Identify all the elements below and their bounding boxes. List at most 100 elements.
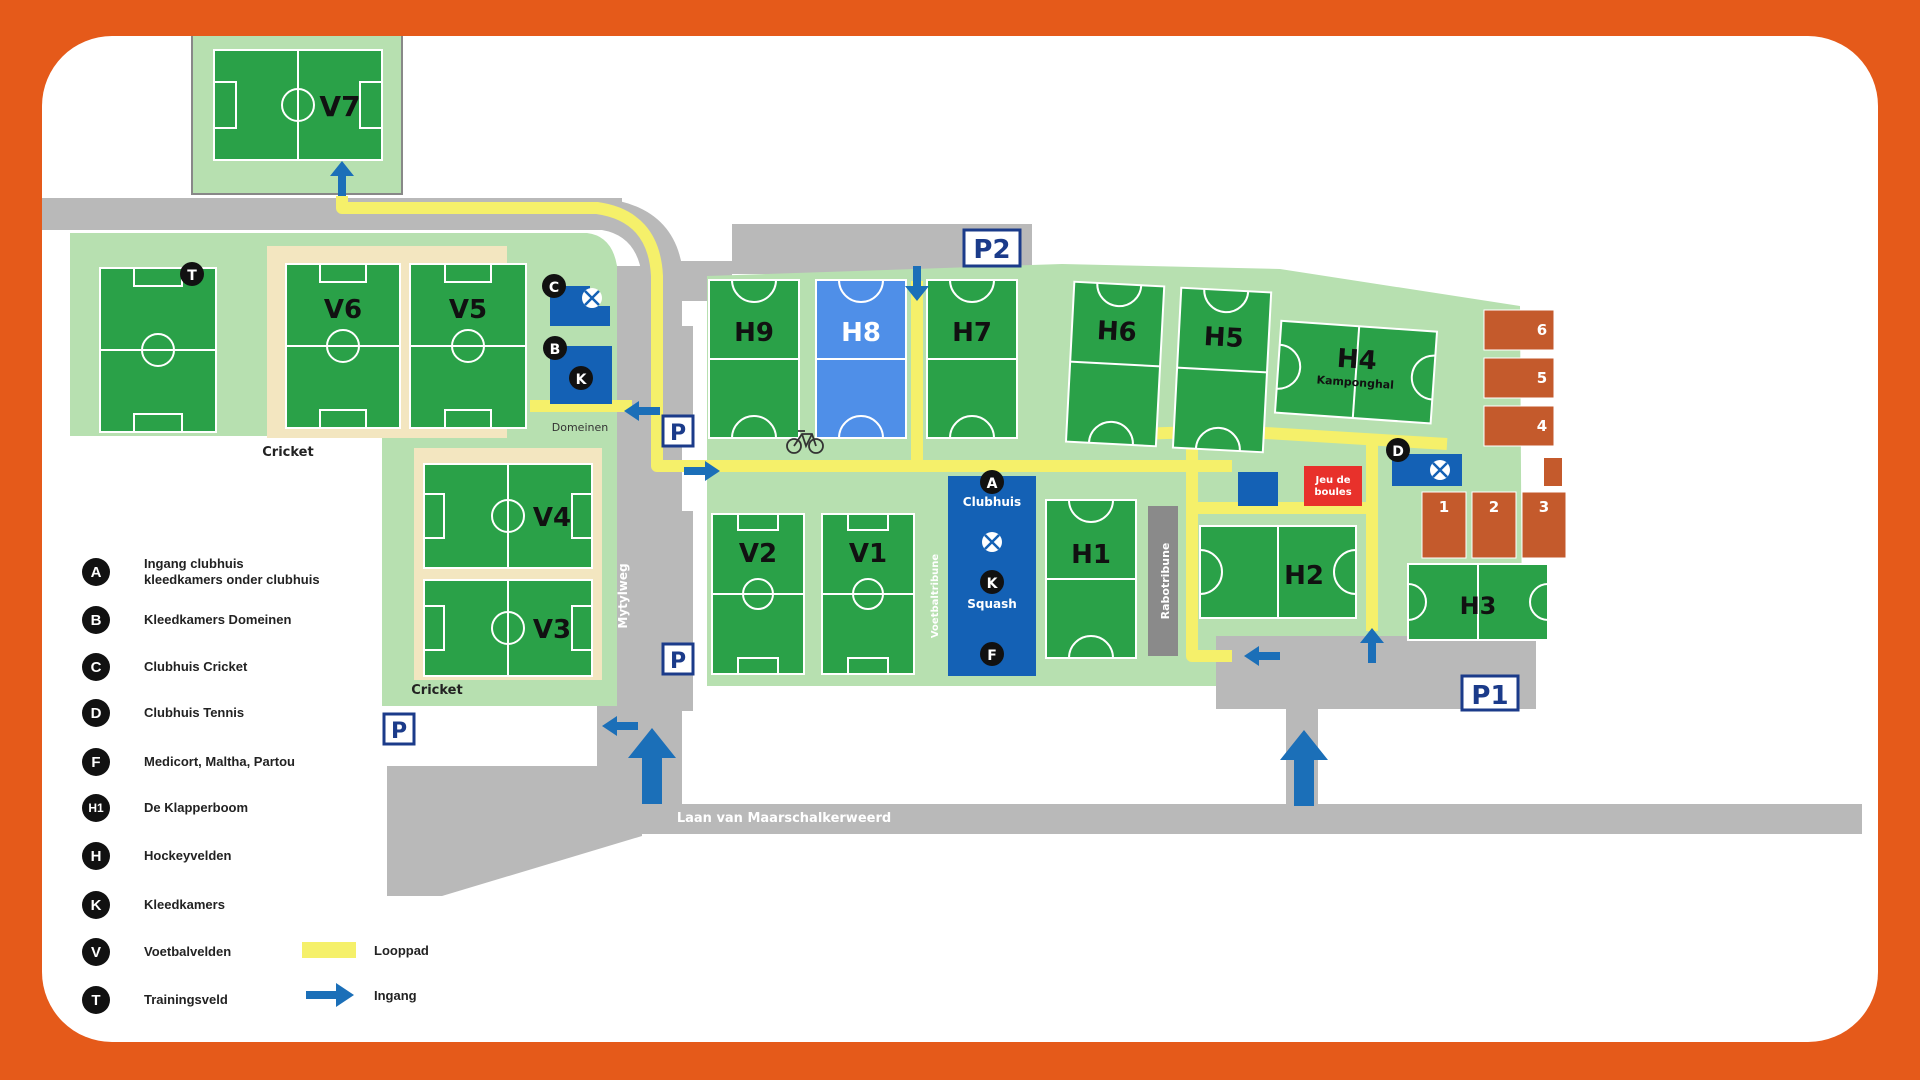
parking-sign-b: P xyxy=(661,642,695,676)
tennis-court-5: 5 xyxy=(1483,357,1555,399)
field-label-v7: V7 xyxy=(319,90,360,123)
arrow-up-icon xyxy=(1360,628,1384,663)
svg-text:3: 3 xyxy=(1539,498,1549,516)
voetbaltribune-label: Voetbaltribune xyxy=(930,554,941,638)
svg-text:B: B xyxy=(550,342,561,358)
svg-text:T: T xyxy=(187,268,197,284)
legend-key-ingang: Ingang xyxy=(302,980,417,1010)
field-label-h3: H3 xyxy=(1460,592,1497,620)
field-label-h1: H1 xyxy=(1071,540,1111,570)
svg-text:2: 2 xyxy=(1489,498,1499,516)
arrow-down-icon xyxy=(905,266,929,301)
field-label-v5: V5 xyxy=(449,295,487,325)
rabotribune xyxy=(1148,506,1178,656)
hockey-h8: H8 xyxy=(815,279,907,439)
map-frame: V7 V6 V5 xyxy=(42,36,1878,1042)
looppad-swatch xyxy=(302,942,356,958)
svg-text:C: C xyxy=(549,280,559,296)
svg-text:A: A xyxy=(987,476,998,492)
tennis-court-4: 4 xyxy=(1483,405,1555,447)
pitch-training xyxy=(99,267,217,433)
field-label-h6: H6 xyxy=(1096,316,1137,348)
arrow-right-icon xyxy=(684,461,720,481)
svg-text:K: K xyxy=(576,372,588,388)
arrow-left-icon xyxy=(1244,646,1280,666)
parking-signs: P2 P1 P P P xyxy=(382,228,1520,746)
marker-f: F xyxy=(980,642,1004,666)
tennis-court-1: 1 xyxy=(1421,491,1467,559)
parking-sign-p2: P2 xyxy=(962,228,1022,268)
football-pitches: V7 V6 V5 xyxy=(99,49,915,677)
pitch-v3: V3 xyxy=(423,579,593,677)
field-label-h7: H7 xyxy=(952,318,992,348)
legend-key-looppad: Looppad xyxy=(302,942,429,958)
field-label-v6: V6 xyxy=(324,295,362,325)
field-label-v2: V2 xyxy=(739,539,777,569)
svg-text:P2: P2 xyxy=(973,235,1010,265)
arrow-left-icon xyxy=(602,716,638,736)
field-label-h2: H2 xyxy=(1284,561,1324,591)
site-map: V7 V6 V5 xyxy=(42,36,1862,896)
field-label-h5: H5 xyxy=(1203,322,1244,354)
field-label-kamponghal: Kamponghal xyxy=(1316,373,1394,391)
svg-text:1: 1 xyxy=(1439,498,1449,516)
mytylweg-label: Mytylweg xyxy=(616,563,630,628)
hockey-h6: H6 xyxy=(1064,280,1166,448)
svg-text:P: P xyxy=(391,719,407,744)
parking-sign-p1: P1 xyxy=(1460,674,1520,712)
cricket-label-south: Cricket xyxy=(411,683,462,698)
svg-text:F: F xyxy=(987,648,997,664)
bike-icon xyxy=(786,430,824,454)
arrow-left-icon xyxy=(624,401,660,421)
map-labels: Cricket Cricket Domeinen Mytylweg Laan v… xyxy=(262,421,891,826)
svg-text:P: P xyxy=(670,649,686,674)
svg-text:5: 5 xyxy=(1537,369,1547,387)
svg-text:D: D xyxy=(1392,444,1404,460)
hockey-h5: H5 xyxy=(1171,286,1273,454)
parking-sign-a: P xyxy=(661,414,695,448)
field-label-v3: V3 xyxy=(533,615,571,645)
svg-text:P: P xyxy=(670,421,686,446)
field-label-h4: H4 xyxy=(1336,344,1378,377)
laan-label: Laan van Maarschalkerweerd xyxy=(677,811,891,826)
marker-c: C xyxy=(542,274,566,298)
field-label-h8: H8 xyxy=(841,318,881,348)
pitch-v4: V4 xyxy=(423,463,593,569)
svg-text:K: K xyxy=(987,576,999,592)
squash-label: Squash xyxy=(967,597,1017,611)
marker-a: A xyxy=(980,470,1004,494)
entrance-arrows xyxy=(330,161,1384,806)
marker-d: D xyxy=(1386,438,1410,462)
legend-text-a: Ingang clubhuis kleedkamers onder clubhu… xyxy=(144,556,320,587)
hockey-h9: H9 xyxy=(708,279,800,439)
pitch-v2: V2 xyxy=(711,513,805,675)
tennis-court-6: 6 xyxy=(1483,309,1555,351)
tennis-court-2: 2 xyxy=(1471,491,1517,559)
arrow-right-icon xyxy=(306,983,354,1007)
hockey-h3: H3 xyxy=(1407,563,1549,641)
pitch-v6: V6 xyxy=(285,263,401,429)
cross-icon xyxy=(1430,460,1450,480)
svg-text:6: 6 xyxy=(1537,321,1547,339)
laan-road xyxy=(582,804,1862,834)
cross-icon xyxy=(582,288,602,308)
small-building xyxy=(1238,472,1278,506)
marker-t: T xyxy=(180,262,204,286)
pitch-v1: V1 xyxy=(821,513,915,675)
arrow-up-icon xyxy=(628,728,676,804)
arrow-up-icon xyxy=(1280,730,1328,806)
parking-sign-c: P xyxy=(382,712,416,746)
marker-k-clubhuis: K xyxy=(980,570,1004,594)
hockey-h2: H2 xyxy=(1199,525,1357,619)
tennis-court-3: 3 xyxy=(1521,491,1567,559)
hockey-h4: H4 Kamponghal xyxy=(1273,319,1439,425)
parking-strip-2 xyxy=(657,511,693,711)
